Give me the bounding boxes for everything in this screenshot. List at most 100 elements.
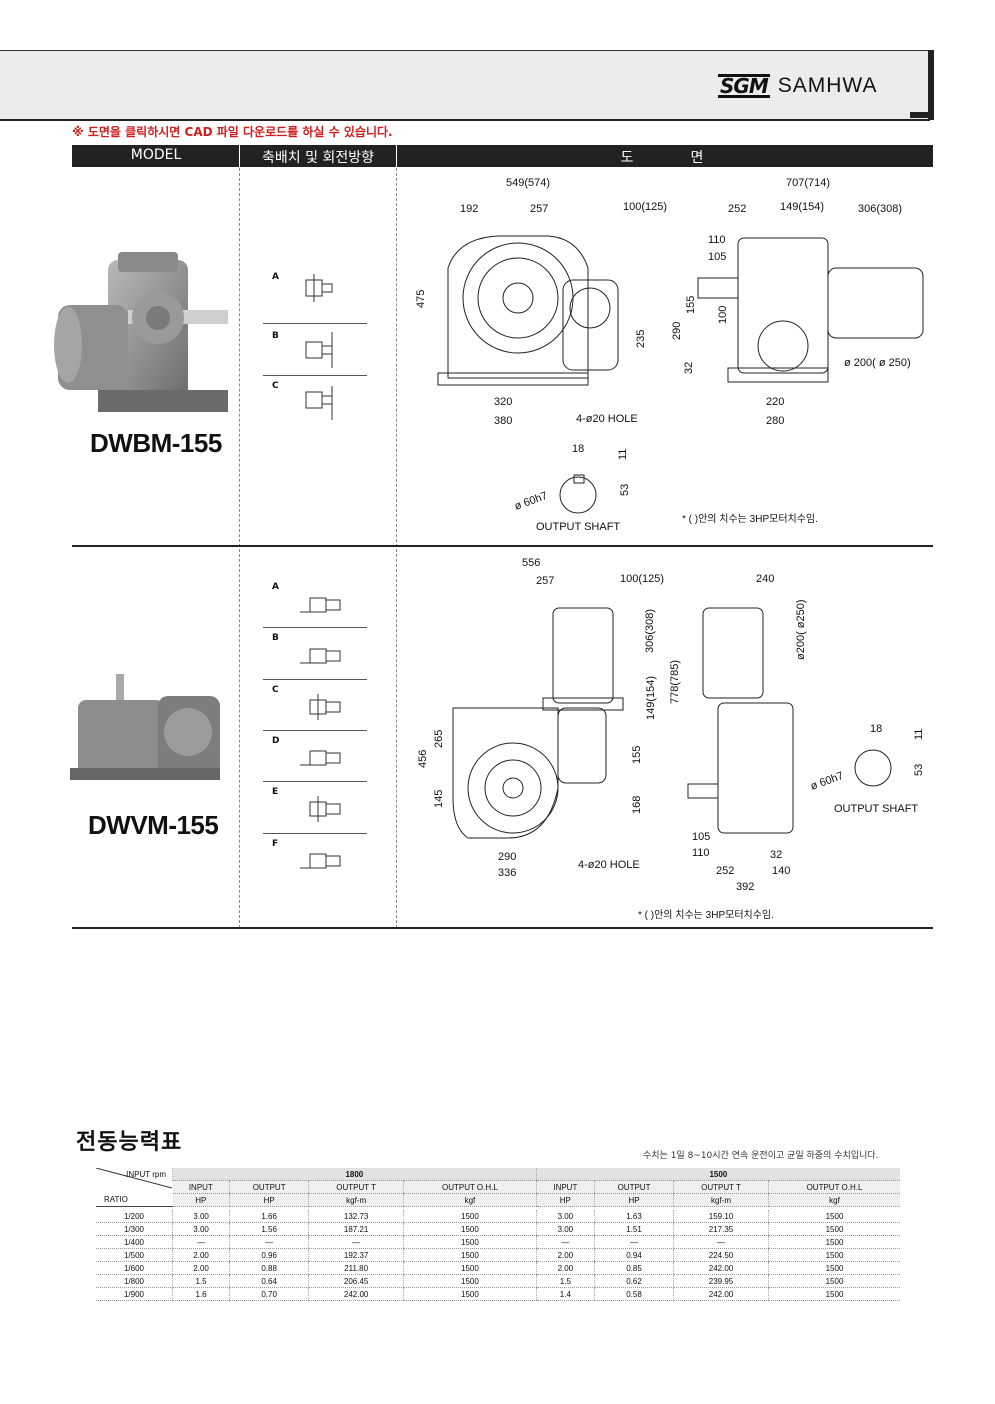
value-cell: 1500 [767,1287,900,1301]
dim-text: 456 [417,750,429,768]
option-separator [263,375,367,376]
col-unit: HP [172,1193,230,1207]
column-divider-1 [239,168,240,928]
dwvm-155-dimension-drawing[interactable]: 556 257 100(125) 306(308) 149(154) 778(7… [398,548,933,926]
value-cell: 2.00 [171,1261,230,1275]
group-1800: 1800 [172,1168,537,1181]
option-separator [263,627,367,628]
cad-download-notice[interactable]: ※ 도면을 클릭하시면 CAD 파일 다운로드를 하실 수 있습니다. [72,125,393,139]
drawing-note: * ( )안의 치수는 3HP모터치수임. [638,908,774,921]
arrangement-b-icon[interactable] [300,330,340,370]
col-head: OUTPUT [229,1180,309,1194]
corner-ratio: RATIO [104,1195,128,1204]
dim-text: 290 [498,851,516,863]
dim-text: 252 [716,865,734,877]
dim-text: 240 [756,573,774,585]
value-cell: 1.4 [535,1287,595,1301]
col-head: INPUT [535,1180,595,1194]
value-cell: 239.95 [673,1274,769,1288]
model-name-dwvm-155: DWVM-155 [88,810,219,840]
dwvm-155-product-photo[interactable] [68,672,238,782]
dim-text: ø200( ø250) [795,599,807,660]
option-separator [263,833,367,834]
dim-text: 265 [433,730,445,748]
dim-text: 392 [736,881,754,893]
value-cell: — [535,1235,595,1249]
value-cell: 242.00 [673,1287,769,1301]
column-head-row: INPUT OUTPUT OUTPUT T OUTPUT O.H.L INPUT… [96,1180,900,1194]
dim-text: 53 [913,764,925,776]
ratio-cell: 1/600 [96,1261,173,1275]
value-cell: — [171,1235,230,1249]
header-arrangement: 축배치 및 회전방향 [262,150,374,166]
dim-text: 235 [635,330,647,348]
value-cell: 3.00 [535,1222,595,1236]
header-corner [928,50,934,120]
value-cell: 1.56 [229,1222,309,1236]
value-cell: 1.66 [229,1210,309,1223]
option-label-b: B [272,633,279,643]
arrangement-f-icon[interactable] [298,846,350,876]
header-model: MODEL [130,147,182,163]
value-cell: 2.00 [171,1248,230,1262]
value-cell: 3.00 [171,1222,230,1236]
dim-text: 257 [530,203,548,215]
drawing-note: * ( )안의 치수는 3HP모터치수임. [682,512,818,525]
spec-table-header: MODEL 축배치 및 회전방향 도 면 [72,145,933,167]
dim-text: 220 [766,396,784,408]
arrangement-c-icon[interactable] [298,692,350,722]
value-cell: 1.51 [593,1222,674,1236]
brand-logo[interactable]: SGM SAMHWA [718,74,877,98]
dim-text: 306(308) [858,203,902,215]
arrangement-c-icon[interactable] [300,382,340,422]
arrangement-b-icon[interactable] [298,641,350,671]
header-drawing-2: 면 [690,150,704,166]
corner-diagonal [96,1168,172,1189]
dim-text: 549(574) [506,177,550,189]
arrangement-d-icon[interactable] [298,743,350,773]
arrangement-e-icon[interactable] [298,794,350,824]
value-cell: 0.58 [593,1287,674,1301]
value-cell: 217.35 [673,1222,769,1236]
value-cell: 1500 [403,1287,537,1301]
value-cell: 1500 [767,1274,900,1288]
dim-text: 380 [494,415,512,427]
value-cell: 1.5 [535,1274,595,1288]
dim-text: 105 [708,251,726,263]
ratio-cell: 1/900 [96,1287,173,1301]
dim-text: 306(308) [644,609,656,653]
dwbm-155-dimension-drawing[interactable]: 549(574) 192 257 100(125) 475 235 320 38… [398,168,933,544]
dim-text: 475 [415,290,427,308]
dim-text: 32 [683,362,695,374]
arrangement-a-icon[interactable] [298,590,350,620]
arrangement-a-icon[interactable] [300,274,340,304]
value-cell: 1500 [767,1222,900,1236]
option-separator [263,679,367,680]
col-unit: kgf [403,1193,537,1207]
dim-text: 11 [617,449,629,460]
dim-text: 18 [572,443,584,455]
option-separator [263,730,367,731]
value-cell: 187.21 [308,1222,404,1236]
value-cell: 1500 [767,1210,900,1223]
col-head: OUTPUT [593,1180,674,1194]
dim-text: 168 [631,796,643,814]
value-cell: 3.00 [171,1210,230,1223]
value-cell: 242.00 [673,1261,769,1275]
performance-table: INPUT rpm RATIO 1800 1500 INPUT OUTPUT O… [96,1168,900,1301]
dim-text: 105 [692,831,710,843]
option-label-b: B [272,331,279,341]
header-divider-2 [396,145,397,167]
group-header-row: INPUT rpm RATIO 1800 1500 [96,1168,900,1207]
option-separator [263,323,367,324]
value-cell: 0.70 [229,1287,309,1301]
brand-name: SAMHWA [777,74,878,97]
col-head: OUTPUT O.H.L [403,1180,537,1194]
dwbm-155-product-photo[interactable] [48,250,238,420]
value-cell: 1500 [403,1261,537,1275]
